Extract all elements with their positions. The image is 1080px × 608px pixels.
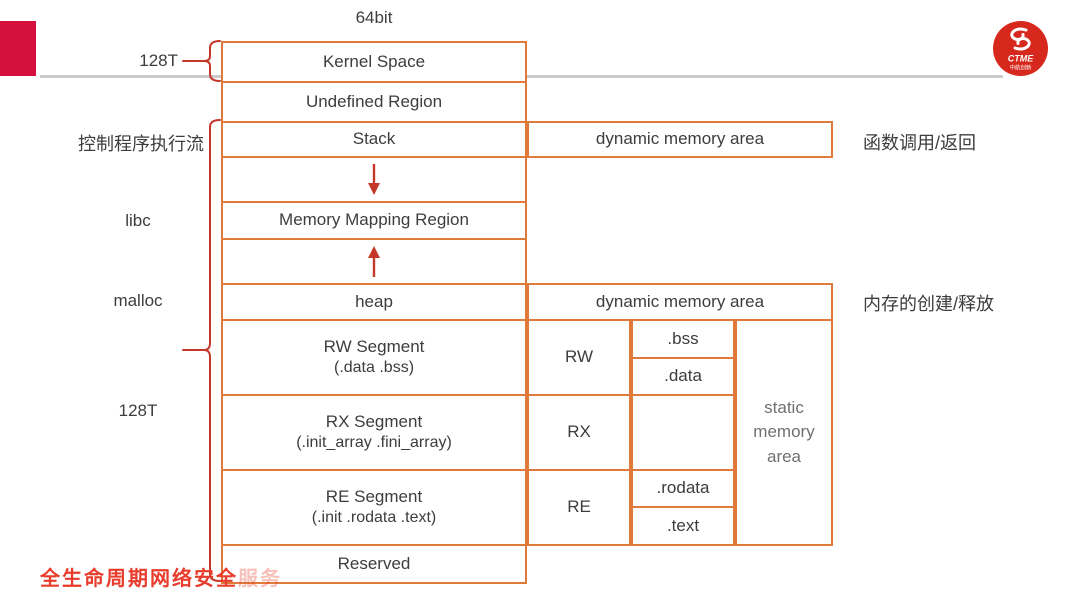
row-stack: Stack [221, 121, 527, 158]
static-area-label: static memory area [753, 397, 815, 466]
footer-slogan-main: 全生命周期网络安全 [40, 568, 238, 590]
section-label: .data [664, 366, 702, 386]
up-arrow-icon [368, 246, 380, 277]
down-arrow-icon [368, 164, 380, 195]
cell-data: .data [631, 357, 735, 396]
stack-note-label: 函数调用/返回 [863, 133, 977, 153]
row-label: Undefined Region [305, 91, 443, 111]
row-rw-segment: RW Segment (.data .bss) [221, 319, 527, 396]
footer-slogan: 全生命周期网络安全服务 [40, 562, 282, 591]
control-flow-label: 控制程序执行流 [78, 134, 204, 154]
row-re-segment: RE Segment (.init .rodata .text) [221, 469, 527, 546]
row-label: Memory Mapping Region [279, 210, 469, 230]
heap-dynamic-memory-box: dynamic memory area [527, 283, 833, 321]
dynamic-area-label: dynamic memory area [595, 291, 765, 311]
permission-label: RX [567, 422, 591, 442]
section-label: .bss [667, 328, 699, 348]
logo-subtext: 中航创新 [1009, 64, 1032, 72]
row-kernel-space: Kernel Space [221, 41, 527, 83]
permission-column: RW RX RE [527, 319, 631, 546]
section-label: .rodata [656, 478, 710, 498]
heap-note-label: 内存的创建/释放 [863, 294, 995, 314]
malloc-label: malloc [113, 291, 163, 310]
user-size-label: 128T [118, 401, 158, 420]
cell-rodata: .rodata [631, 469, 735, 508]
cell-bss: .bss [631, 319, 735, 359]
cell-rw: RW [527, 319, 631, 396]
row-sublabel: (.data .bss) [333, 359, 415, 377]
row-sublabel: (.init_array .fini_array) [296, 434, 452, 452]
dynamic-area-label: dynamic memory area [595, 129, 765, 149]
cell-re: RE [527, 469, 631, 546]
row-label: heap [355, 291, 393, 311]
ctme-logo: CTME 中航创新 [993, 21, 1048, 76]
row-label: Stack [352, 129, 396, 149]
logo-text: CTME [1008, 54, 1034, 64]
row-rx-segment: RX Segment (.init_array .fini_array) [221, 394, 527, 471]
footer-slogan-faded: 服务 [238, 568, 282, 590]
kernel-space-brace [182, 40, 221, 82]
cell-rx-sections-empty [631, 394, 735, 471]
permission-label: RE [567, 497, 591, 517]
user-space-brace [182, 119, 221, 582]
bitness-label: 64bit [355, 8, 393, 27]
memory-map-column: Kernel Space Undefined Region Stack Memo… [221, 41, 527, 584]
static-memory-box: static memory area [735, 319, 833, 546]
slide-accent-bar [0, 21, 36, 76]
libc-label: libc [125, 211, 151, 230]
row-sublabel: (.init .rodata .text) [311, 509, 437, 527]
permission-label: RW [564, 347, 593, 367]
gap-stack-growth [221, 156, 527, 203]
logo-swirl-icon [1013, 37, 1031, 51]
section-column: .bss .data .rodata .text [631, 319, 735, 546]
stack-dynamic-memory-box: dynamic memory area [527, 121, 833, 158]
row-undefined-region: Undefined Region [221, 81, 527, 123]
kernel-size-label: 128T [139, 51, 178, 70]
row-label: RW Segment [323, 337, 425, 357]
row-label: RX Segment [325, 412, 423, 432]
row-reserved: Reserved [221, 544, 527, 584]
cell-text: .text [631, 506, 735, 546]
row-heap: heap [221, 283, 527, 321]
section-label: .text [666, 515, 700, 535]
row-memory-mapping-region: Memory Mapping Region [221, 201, 527, 240]
row-label: Kernel Space [322, 51, 426, 71]
row-label: Reserved [337, 553, 411, 573]
cell-rx: RX [527, 394, 631, 471]
gap-heap-growth [221, 238, 527, 285]
row-label: RE Segment [325, 487, 423, 507]
